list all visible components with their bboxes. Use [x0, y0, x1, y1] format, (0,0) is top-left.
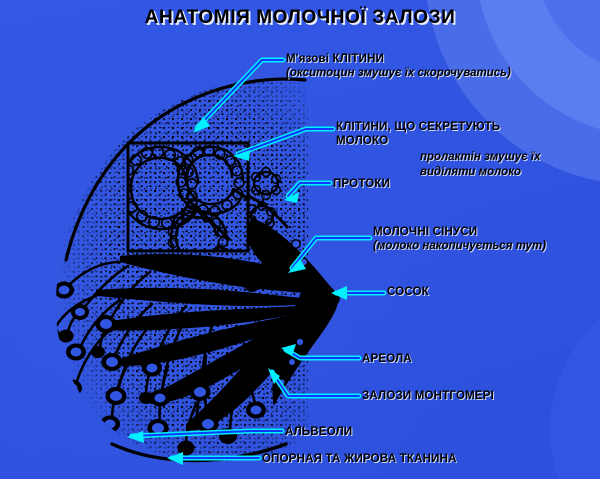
label-milk-secreting-cells-note: МОЛОКО — [336, 135, 389, 147]
label-supporting-fat-tissue-heading: ОПОРНАЯ ТА ЖИРОВА ТКАНИНА — [262, 453, 457, 465]
arrow-ducts-core — [287, 182, 331, 197]
lactiferous-sinuses — [96, 254, 334, 431]
label-milk-sinuses-note: (молоко накопичується тут) — [373, 240, 547, 252]
label-muscle-cells: М'язові КЛІТИНИ (окситоцин змушує їх ско… — [286, 52, 511, 80]
label-ducts: ПРОТОКИ — [333, 177, 390, 191]
arrow-secreting-cells-core — [237, 128, 334, 155]
arc-inner — [543, 0, 600, 63]
page-title: АНАТОМІЯ МОЛОЧНОЇ ЗАЛОЗИ — [144, 7, 456, 28]
arrowhead-nipple — [331, 286, 347, 300]
arrowhead-areola — [281, 344, 296, 356]
arrow-alveoli-core — [131, 430, 283, 437]
duct-network-and-alveoli — [55, 260, 258, 446]
label-alveoli-heading: АЛЬВЕОЛИ — [285, 426, 353, 438]
label-montgomery-glands-heading: ЗАЛОЗИ МОНТГОМЕРІ — [362, 390, 495, 402]
label-nipple-heading: СОСОК — [387, 286, 429, 298]
arrowhead-ducts — [284, 192, 299, 203]
label-muscle-cells-heading: М'язові КЛІТИНИ — [286, 53, 385, 65]
arrow-sinuses-core — [291, 237, 371, 269]
arrowhead-montgomery — [268, 368, 280, 384]
arrow-muscle-cells-outer — [194, 57, 286, 131]
label-ducts-heading: ПРОТОКИ — [333, 178, 391, 190]
arrowhead-sinuses — [288, 259, 306, 273]
arrow-muscle-cells-core — [196, 59, 284, 129]
label-alveoli: АЛЬВЕОЛИ — [285, 425, 352, 439]
arrow-montgomery-core — [271, 371, 360, 397]
label-areola: АРЕОЛА — [362, 352, 412, 366]
label-milk-sinuses-heading: МОЛОЧНІ СІНУСИ — [373, 226, 478, 238]
arrow-inner-cores — [131, 59, 385, 459]
label-milk-secreting-cells-heading: КЛІТИНИ, ЩО СЕКРЕТУЮТЬ — [336, 121, 501, 133]
arrow-secreting-cells-outer — [235, 126, 336, 157]
arrowhead-support — [167, 452, 183, 465]
label-muscle-cells-note: (окситоцин змушує їх скорочуватись) — [286, 67, 511, 79]
peri-inset-alveoli — [247, 166, 282, 233]
label-milk-sinuses: МОЛОЧНІ СІНУСИ (молоко накопичується тут… — [373, 225, 546, 253]
inset-alveolar-detail — [128, 145, 248, 251]
arrowhead-secreting-cells — [233, 150, 250, 161]
arrowhead-muscle-cells — [193, 117, 210, 133]
montgomery-gland-bumps — [278, 239, 309, 386]
label-prolactin-note-line2: виділяти молоко — [420, 166, 522, 178]
arrowhead-alveoli — [127, 431, 144, 443]
label-supporting-fat-tissue: ОПОРНАЯ ТА ЖИРОВА ТКАНИНА — [262, 452, 457, 466]
label-milk-secreting-cells: КЛІТИНИ, ЩО СЕКРЕТУЮТЬ МОЛОКО — [336, 120, 500, 148]
corner-arcs — [427, 0, 600, 479]
breast-upper-contour — [64, 77, 307, 262]
label-prolactin-note-line1: пролактін змушує їх — [420, 151, 541, 163]
arrow-heads — [127, 117, 347, 465]
label-montgomery-glands: ЗАЛОЗИ МОНТГОМЕРІ — [362, 389, 494, 403]
label-nipple: СОСОК — [387, 285, 429, 299]
label-areola-heading: АРЕОЛА — [362, 353, 412, 365]
arc-bottom-right — [550, 318, 600, 479]
label-prolactin-note: пролактін змушує їх виділяти молоко — [420, 150, 541, 180]
